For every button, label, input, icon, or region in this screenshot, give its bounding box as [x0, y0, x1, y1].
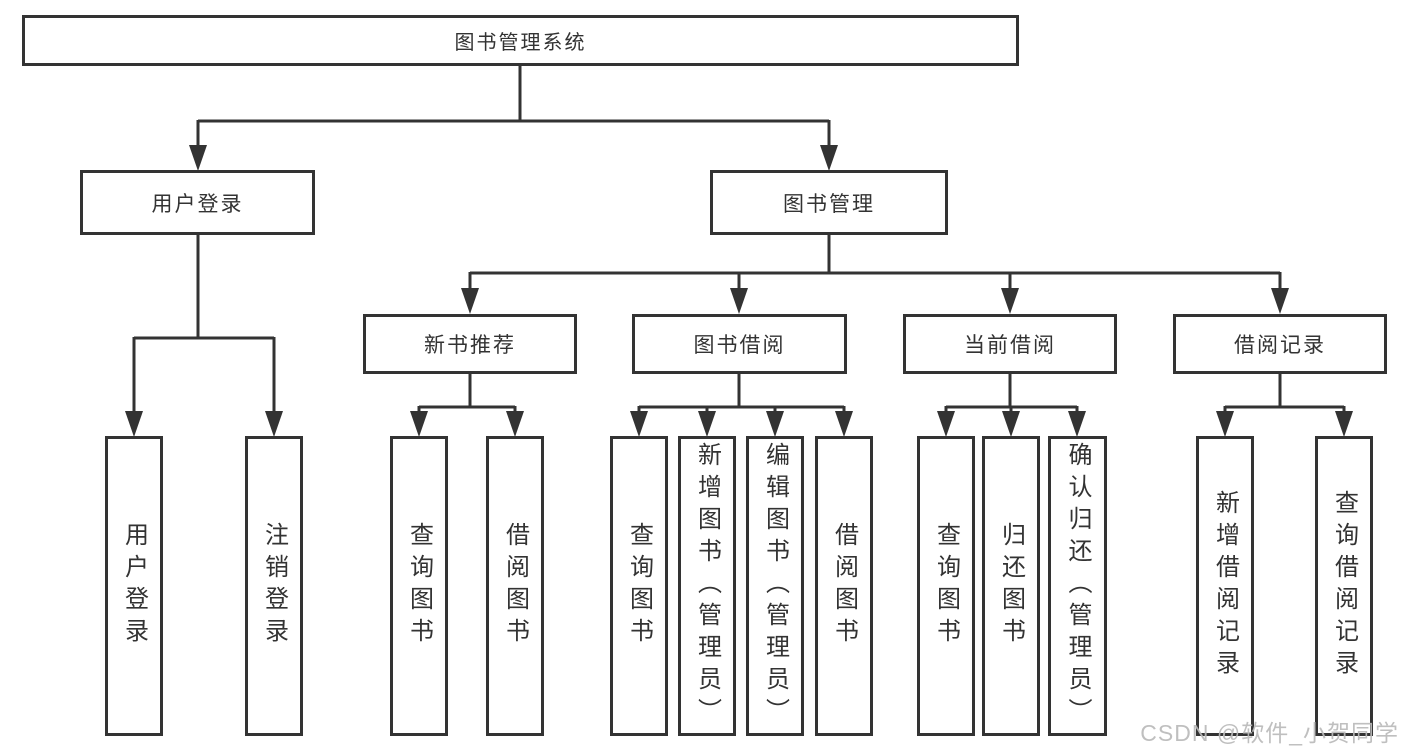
node-label: 编辑图书（管理员） [761, 442, 789, 730]
node-label: 确认归还（管理员） [1064, 442, 1091, 730]
node-label: 注销登录 [260, 522, 288, 650]
node-library-management-system: 图书管理系统 [22, 15, 1019, 66]
node-leaf-query-books-2: 查询图书 [610, 436, 668, 736]
node-leaf-add-borrow-record: 新增借阅记录 [1196, 436, 1254, 736]
node-user-login-branch: 用户登录 [80, 170, 315, 235]
connector-borrow-to-leaves [637, 374, 846, 413]
node-leaf-borrow-books-2: 借阅图书 [815, 436, 873, 736]
node-label: 查询图书 [625, 522, 653, 650]
node-borrowing-records: 借阅记录 [1173, 314, 1387, 374]
arrowhead [125, 411, 143, 437]
node-label: 查询图书 [405, 522, 433, 650]
node-leaf-borrow-books-1: 借阅图书 [486, 436, 544, 736]
arrowhead [1216, 411, 1234, 437]
node-leaf-query-books-1: 查询图书 [390, 436, 448, 736]
node-current-borrowing: 当前借阅 [903, 314, 1117, 374]
node-label: 借阅图书 [830, 522, 858, 650]
arrowhead [1335, 411, 1353, 437]
node-label: 当前借阅 [964, 334, 1056, 357]
arrowhead [698, 411, 716, 437]
connector-userlogin-to-leaves [132, 235, 276, 413]
arrowhead [1002, 411, 1020, 437]
arrowhead [265, 411, 283, 437]
node-label: 借阅记录 [1234, 334, 1326, 357]
arrowhead [1271, 288, 1289, 314]
node-leaf-query-borrow-record: 查询借阅记录 [1315, 436, 1373, 736]
arrowhead [630, 411, 648, 437]
connector-newbook-to-leaves [417, 374, 517, 413]
arrowhead [835, 411, 853, 437]
node-leaf-return-books: 归还图书 [982, 436, 1040, 736]
node-leaf-add-books-admin: 新增图书（管理员） [678, 436, 736, 736]
node-leaf-user-login: 用户登录 [105, 436, 163, 736]
node-new-book-recommend: 新书推荐 [363, 314, 577, 374]
csdn-watermark: CSDN @软件_小贺同学 [1140, 720, 1399, 746]
node-label: 归还图书 [997, 522, 1025, 650]
arrowhead [937, 411, 955, 437]
arrowhead [1068, 411, 1086, 437]
arrowhead [766, 411, 784, 437]
node-label: 借阅图书 [501, 522, 529, 650]
node-label: 图书管理 [783, 192, 875, 216]
node-leaf-confirm-return-admin: 确认归还（管理员） [1048, 436, 1107, 736]
arrowhead [506, 411, 524, 437]
connector-bookmgmt-to-level3 [468, 235, 1282, 291]
node-leaf-query-books-3: 查询图书 [917, 436, 975, 736]
node-label: 查询图书 [932, 522, 960, 650]
arrowhead [461, 288, 479, 314]
node-label: 查询借阅记录 [1330, 490, 1358, 682]
node-label: 图书借阅 [693, 334, 786, 357]
arrowhead [1001, 288, 1019, 314]
node-label: 新书推荐 [424, 334, 516, 357]
arrowhead [730, 288, 748, 314]
connector-current-to-leaves [944, 374, 1079, 413]
node-book-borrowing: 图书借阅 [632, 314, 847, 374]
node-book-management-branch: 图书管理 [710, 170, 948, 235]
connector-root-to-level2 [196, 66, 831, 147]
node-label: 新增借阅记录 [1211, 490, 1239, 682]
node-label: 新增图书（管理员） [693, 442, 721, 730]
arrowheads [125, 145, 1353, 437]
arrowhead [410, 411, 428, 437]
node-leaf-logout: 注销登录 [245, 436, 303, 736]
connector-records-to-leaves [1223, 374, 1346, 413]
node-label: 用户登录 [120, 522, 148, 650]
node-label: 图书管理系统 [454, 32, 587, 54]
node-leaf-edit-books-admin: 编辑图书（管理员） [746, 436, 804, 736]
arrowhead [189, 145, 207, 171]
arrowhead [820, 145, 838, 171]
node-label: 用户登录 [151, 192, 244, 216]
